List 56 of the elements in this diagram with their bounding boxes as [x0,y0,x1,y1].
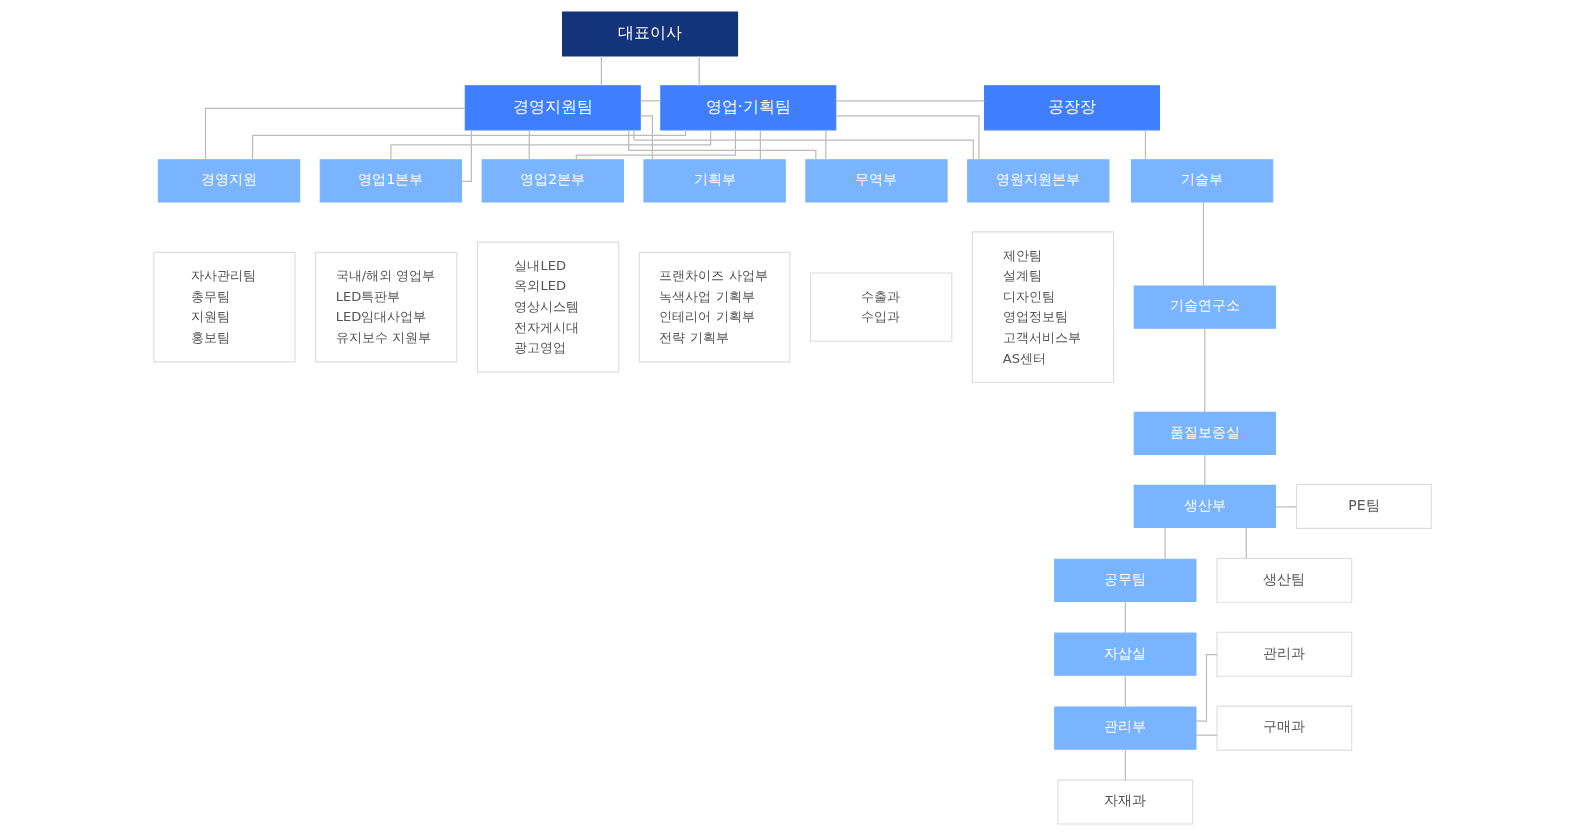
connector [575,129,737,161]
node-box: 영원지원본부 [967,159,1110,203]
node-box: 기술부 [1130,159,1274,203]
connector [390,129,712,161]
node-box: 관리과 [1216,631,1353,677]
connector [825,129,827,161]
connector [639,100,662,102]
connector [1195,734,1218,736]
connector [1124,601,1126,634]
node-box: 영업1본부 [319,159,463,203]
connector [628,129,817,161]
node-box: PE팀 [1296,483,1432,529]
connector [698,55,700,87]
connector [639,115,653,161]
node-box: 경영지원 [157,159,301,203]
node-box: 국내/해외 영업부 LED특판부 LED임대사업부 유지보수 지원부 [315,251,458,363]
node-box: 기술연구소 [1133,285,1277,329]
node-box: 구매과 [1216,705,1353,751]
node-box: 자재과 [1057,779,1194,825]
connector [633,129,974,161]
node-box: 기획부 [643,159,786,203]
connector [1274,506,1298,508]
node-box: 무역부 [805,159,948,203]
connector [1245,527,1247,559]
connector [1204,453,1206,486]
node-box: 공무팀 [1054,558,1197,602]
connector [204,107,466,161]
node-box: 생산부 [1133,484,1277,528]
connector [835,115,980,161]
node-box: 관리부 [1054,706,1197,750]
node-box: 공장장 [983,85,1161,131]
node-box: 영업2본부 [481,159,624,203]
node-box: 품질보증실 [1133,411,1277,456]
connector [1202,201,1205,287]
connector [600,55,602,87]
connector [1164,527,1166,560]
connector [1204,327,1206,413]
node-box: 프랜차이즈 사업부 녹색사업 기획부 인테리어 기획부 전략 기획부 [638,251,791,363]
connector [835,100,985,102]
connector [1195,654,1218,722]
node-box: 제안팀 설계팀 디자인팀 영업정보팀 고객서비스부 AS센터 [971,231,1115,383]
node-box: 경영지원팀 [464,85,641,131]
connector [1124,748,1126,781]
connector [461,129,472,182]
connector [252,129,687,161]
node-box: 수출과 수입과 [809,272,953,342]
node-box: 대표이사 [562,11,739,57]
node-box: 영업·기획팀 [660,85,837,131]
node-box: 생산팀 [1216,557,1353,603]
connector [1144,129,1147,161]
node-box: 자삽실 [1054,632,1197,676]
connector [1124,675,1126,708]
node-box: 실내LED 옥외LED 영상시스템 전자게시대 광고영업 [476,241,620,373]
connector [759,129,761,161]
node-box: 자사관리팀 총무팀 지원팀 홍보팀 [153,251,296,363]
connector [528,129,530,161]
